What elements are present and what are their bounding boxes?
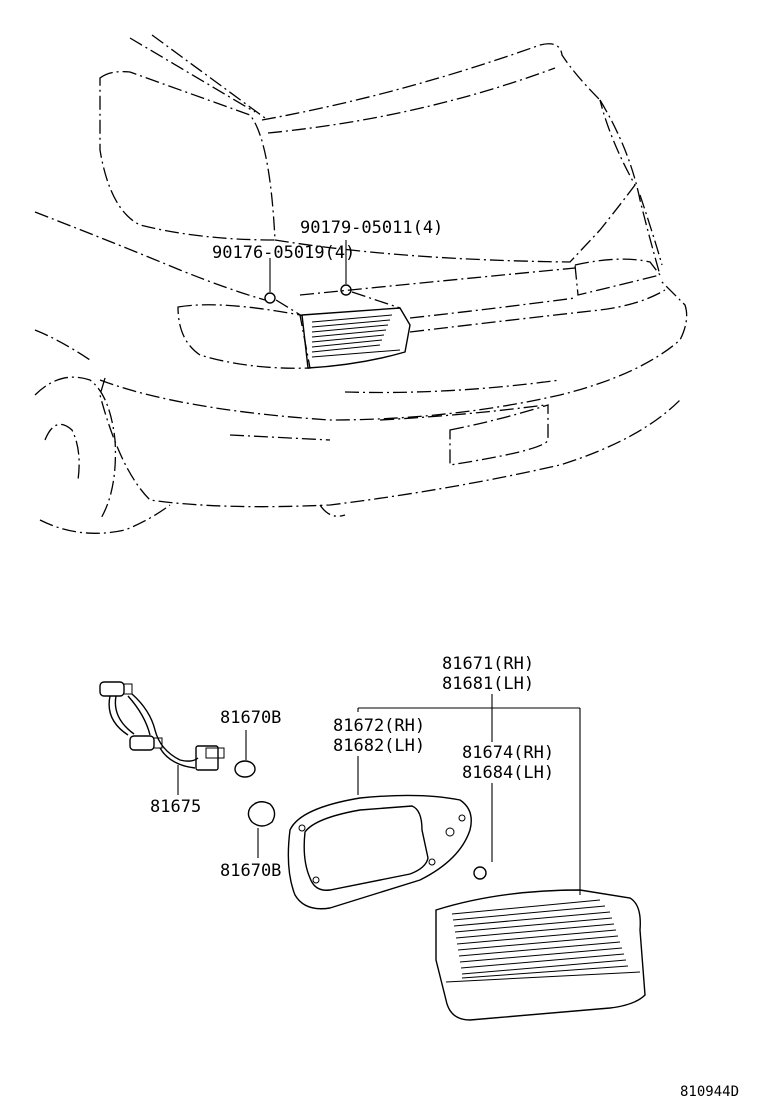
vehicle-rear-outline <box>34 34 688 534</box>
figure-code: 810944D <box>680 1084 739 1100</box>
screw-fasteners <box>264 240 401 317</box>
socket-wire-label: 81675 <box>150 797 201 817</box>
screw-lower-label: 90176-05019(4) <box>212 243 355 263</box>
lamp-lens <box>435 889 646 1021</box>
lamp-assy-lh-label: 81681(LH) <box>442 674 534 694</box>
lamp-assy-rh-label: 81671(RH) <box>442 654 534 674</box>
screw-upper-label: 90179-05011(4) <box>300 218 443 238</box>
bulb-lower <box>247 801 276 858</box>
gasket-rh-label: 81672(RH) <box>333 716 425 736</box>
nut-rh-label: 81674(RH) <box>462 743 554 763</box>
bulb-upper-label: 81670B <box>220 708 281 728</box>
gasket <box>287 794 472 910</box>
nut <box>473 866 487 880</box>
bulb-lower-label: 81670B <box>220 861 281 881</box>
gasket-lh-label: 81682(LH) <box>333 736 425 756</box>
lamp-assy-leader <box>357 694 581 895</box>
installed-lamp <box>301 307 411 369</box>
nut-lh-label: 81684(LH) <box>462 763 554 783</box>
bulb-upper <box>234 730 256 778</box>
socket-and-wire <box>99 681 225 795</box>
